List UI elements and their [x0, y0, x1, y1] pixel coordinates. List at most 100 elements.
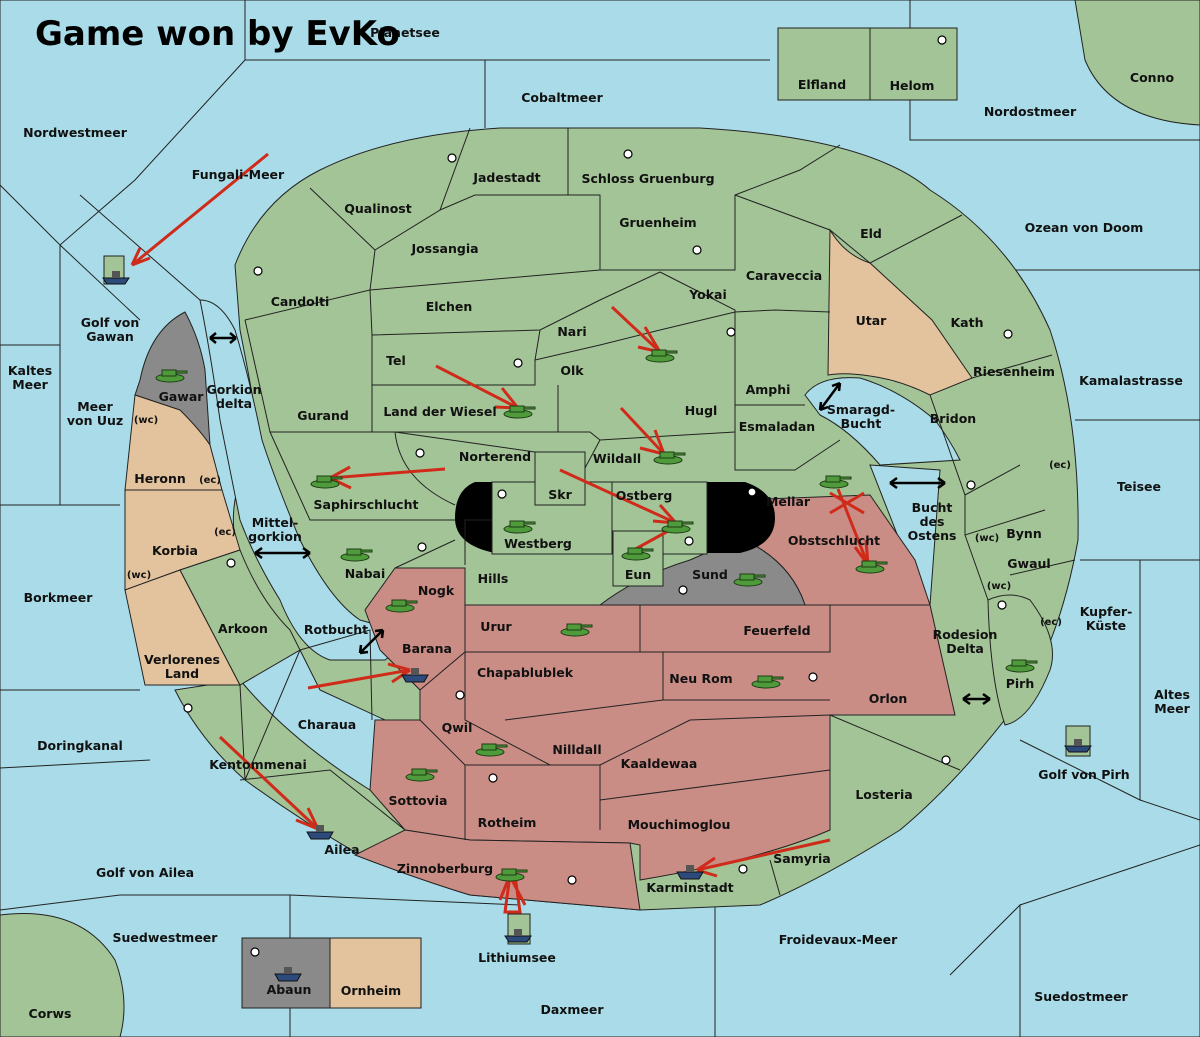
tank-icon — [385, 599, 418, 613]
supply-centers — [183, 35, 1013, 957]
tank-icon — [819, 475, 852, 489]
coast-ec-heronn: (ec) — [199, 475, 221, 486]
label-caraveccia: Caraveccia — [746, 268, 822, 283]
label-heronn: Heronn — [134, 471, 186, 486]
fleet-units — [102, 255, 1092, 982]
tank-icon — [405, 768, 438, 782]
label-gwaul: Gwaul — [1007, 556, 1050, 571]
heronn-region — [124, 394, 223, 491]
label-pirh: Pirh — [1006, 676, 1035, 691]
label-abaun: Abaun — [267, 982, 312, 997]
label-eld: Eld — [860, 226, 882, 241]
zinnoberburg-region — [353, 829, 641, 911]
label-gruenheim: Gruenheim — [619, 215, 696, 230]
tank-icon — [503, 405, 536, 419]
label-mittelgorkion: Mittel-gorkion — [248, 515, 302, 544]
ship-icon — [401, 668, 429, 683]
label-kentommenai: Kentommenai — [209, 757, 307, 772]
label-nordwestmeer: Nordwestmeer — [23, 125, 128, 140]
arkoon-region — [179, 549, 301, 686]
label-utar: Utar — [856, 313, 888, 328]
label-ornheim: Ornheim — [341, 983, 401, 998]
label-eun: Eun — [625, 567, 651, 582]
label-elfland: Elfland — [798, 77, 846, 92]
ship-icon — [102, 255, 130, 285]
coast-ec-korbia: (ec) — [214, 527, 236, 538]
coast-ec-bynn: (ec) — [1049, 460, 1071, 471]
label-losteria: Losteria — [855, 787, 912, 802]
coast-wc-bynn: (wc) — [975, 533, 999, 544]
label-obstschlucht: Obstschlucht — [788, 533, 880, 548]
tank-icon — [340, 548, 373, 562]
tank-icon — [155, 369, 188, 383]
tank-icon — [751, 675, 784, 689]
label-ailea: Ailea — [324, 842, 359, 857]
label-hills: Hills — [478, 571, 509, 586]
province-borders — [239, 127, 1076, 896]
label-neu-rom: Neu Rom — [669, 671, 732, 686]
label-suedostmeer: Suedostmeer — [1034, 989, 1128, 1004]
utar-region — [827, 228, 973, 396]
ship-icon — [1064, 725, 1092, 757]
label-charaua: Charaua — [298, 717, 356, 732]
elfland-region — [777, 27, 871, 101]
tank-icon — [621, 547, 654, 561]
label-karminstadt: Karminstadt — [646, 880, 733, 895]
label-elchen: Elchen — [426, 299, 473, 314]
label-land-der-wiesel: Land der Wiesel — [383, 404, 496, 419]
tank-icon — [1005, 659, 1038, 673]
label-gawar: Gawar — [159, 389, 205, 404]
tank-icon — [645, 349, 678, 363]
label-amphi: Amphi — [746, 382, 791, 397]
region-labels: Planetsee Cobaltmeer Elfland Helom Conno… — [8, 25, 1191, 1021]
coast-wc-gawar: (wc) — [134, 415, 158, 426]
tank-icon — [653, 451, 686, 465]
label-bridon: Bridon — [930, 411, 976, 426]
ship-icon — [274, 967, 302, 982]
label-lithiumsee: Lithiumsee — [478, 950, 556, 965]
label-skr: Skr — [548, 487, 572, 502]
label-daxmeer: Daxmeer — [540, 1002, 604, 1017]
label-nari: Nari — [557, 324, 586, 339]
label-kaaldewaa: Kaaldewaa — [621, 756, 698, 771]
label-bynn: Bynn — [1006, 526, 1041, 541]
label-nabai: Nabai — [345, 566, 386, 581]
tank-icon — [475, 743, 508, 757]
coast-ec-gwaul: (ec) — [1040, 617, 1062, 628]
label-qualinost: Qualinost — [344, 201, 411, 216]
label-tel: Tel — [386, 353, 406, 368]
label-fungali-meer: Fungali-Meer — [192, 167, 285, 182]
label-saphirschlucht: Saphirschlucht — [314, 497, 419, 512]
label-candolti: Candolti — [271, 294, 330, 309]
label-teisee: Teisee — [1117, 479, 1161, 494]
game-result-title: Game won by EvKo — [35, 14, 400, 54]
tank-icon — [733, 573, 766, 587]
label-zinnoberburg: Zinnoberburg — [397, 861, 493, 876]
ornheim-region — [329, 937, 422, 1009]
label-conno: Conno — [1130, 70, 1175, 85]
label-schloss-gruenburg: Schloss Gruenburg — [581, 171, 714, 186]
ship-icon — [676, 865, 704, 880]
label-froidevaux-meer: Froidevaux-Meer — [779, 932, 898, 947]
tank-icon — [310, 475, 343, 489]
label-rotheim: Rotheim — [478, 815, 537, 830]
label-jossangia: Jossangia — [410, 241, 478, 256]
label-nogk: Nogk — [418, 583, 455, 598]
label-wildall: Wildall — [593, 451, 641, 466]
tank-icon — [495, 868, 528, 882]
label-barana: Barana — [402, 641, 452, 656]
tank-icon — [560, 623, 593, 637]
label-doringkanal: Doringkanal — [37, 738, 123, 753]
label-corws: Corws — [29, 1006, 72, 1021]
label-rotbucht: Rotbucht — [304, 622, 368, 637]
ship-icon — [504, 913, 532, 945]
label-golf-von-pirh: Golf von Pirh — [1038, 767, 1129, 782]
